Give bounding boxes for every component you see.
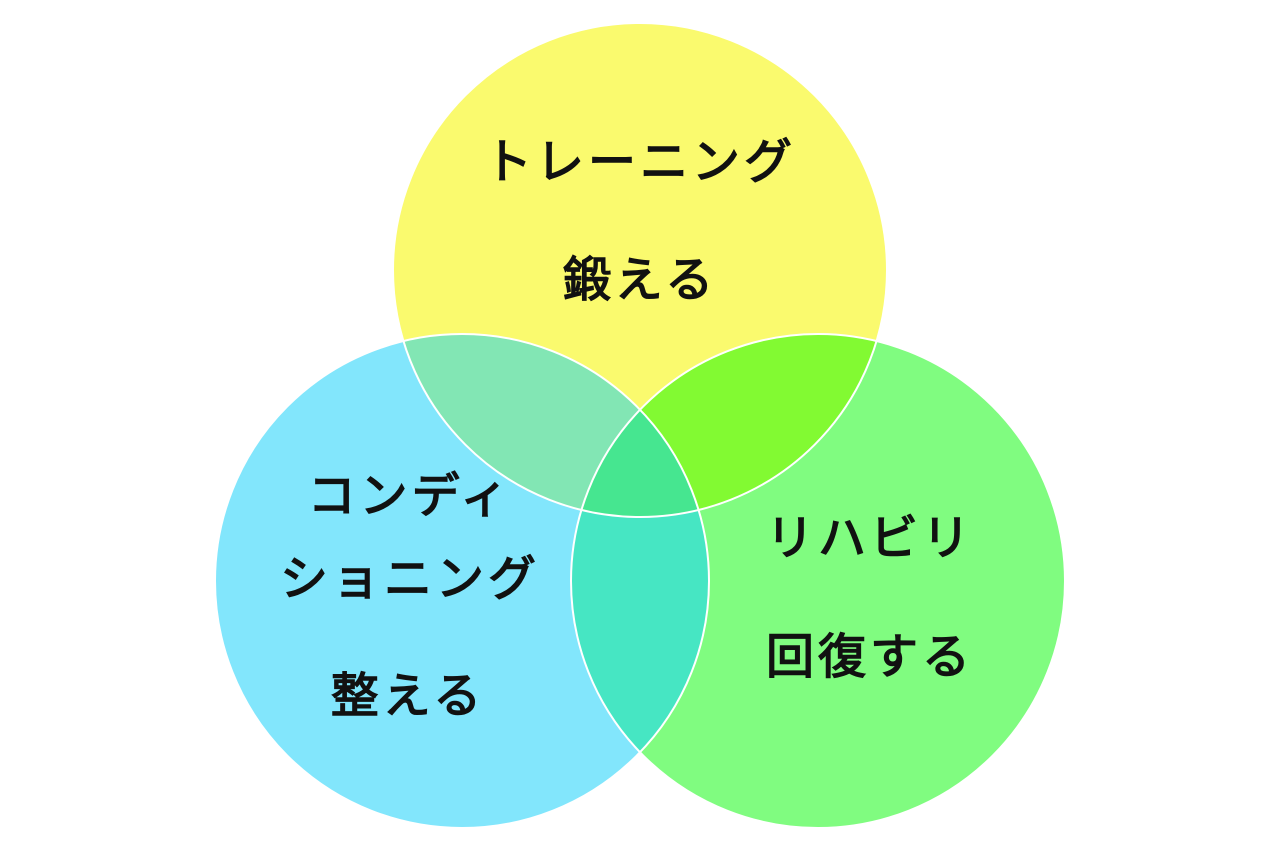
- overlap-training-conditioning-group: [393, 334, 709, 517]
- outline-rehab: [570, 333, 1066, 829]
- overlap-training-conditioning: [393, 334, 709, 517]
- conditioning-subtitle: 整える: [331, 668, 486, 724]
- training-subtitle: 鍛える: [563, 252, 718, 308]
- overlap-training-rehab: [571, 334, 887, 517]
- rehab-subtitle: 回復する: [766, 629, 974, 685]
- conditioning-title-line1: コンディ: [308, 468, 513, 524]
- training-title: トレーニング: [484, 134, 796, 190]
- overlap-training-rehab-group: [571, 334, 887, 517]
- rehab-title: リハビリ: [766, 510, 974, 566]
- outline-training: [392, 22, 888, 518]
- conditioning-title-line2: ショニング: [280, 551, 540, 607]
- outline-conditioning: [214, 333, 710, 829]
